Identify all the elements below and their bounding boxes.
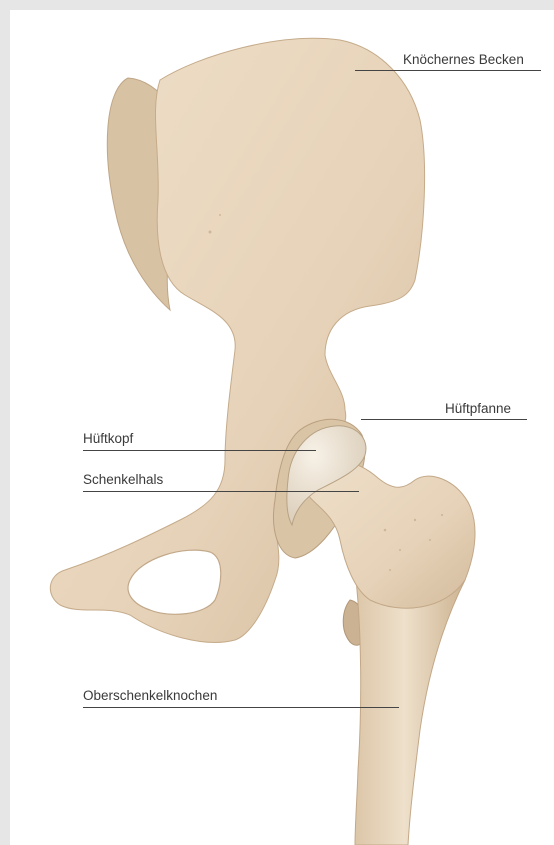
leader-hueftkopf	[83, 450, 316, 451]
label-becken: Knöchernes Becken	[403, 52, 524, 68]
label-oberschenkelknochen: Oberschenkelknochen	[83, 688, 217, 704]
leader-becken	[355, 70, 541, 71]
femur-neck-trochanter	[308, 461, 475, 608]
leader-oberschenkelknochen	[83, 707, 399, 708]
leader-schenkelhals	[83, 491, 359, 492]
label-hueftpfanne: Hüftpfanne	[445, 401, 511, 417]
label-schenkelhals: Schenkelhals	[83, 472, 163, 488]
leader-hueftpfanne	[361, 419, 527, 420]
anatomy-figure: Knöchernes Becken Hüftpfanne Hüftkopf Sc…	[10, 10, 554, 845]
hip-joint-illustration	[10, 10, 554, 845]
label-hueftkopf: Hüftkopf	[83, 431, 133, 447]
